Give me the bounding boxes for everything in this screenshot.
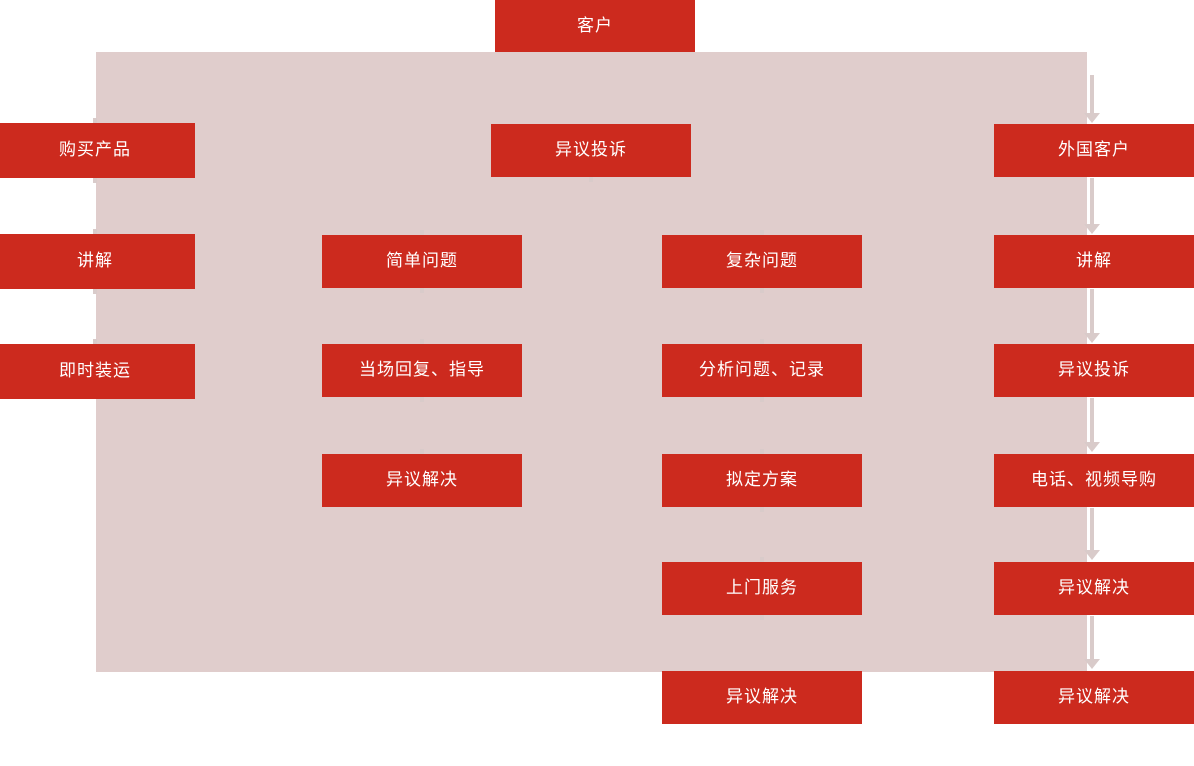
arrow-head-foreign-1 (1084, 224, 1100, 234)
connector-stub (93, 118, 97, 123)
node-explain-left[interactable]: 讲解 (0, 234, 195, 289)
connector-stub (93, 289, 97, 294)
node-purchase-product[interactable]: 购买产品 (0, 123, 195, 178)
connector-stub (420, 397, 424, 402)
node-instant-shipment[interactable]: 即时装运 (0, 344, 195, 399)
connector-stub (760, 288, 764, 293)
arrow-head-foreign-2 (1084, 333, 1100, 343)
connector-stub (760, 230, 764, 235)
connector-stub (589, 177, 593, 182)
node-foreign-customer[interactable]: 外国客户 (994, 124, 1194, 177)
connector-stub (760, 615, 764, 620)
arrow-line-foreign-3 (1090, 398, 1094, 444)
connector-stub (760, 339, 764, 344)
connector-stub (93, 178, 97, 183)
connector-stub (420, 288, 424, 293)
connector-stub (760, 397, 764, 402)
node-onsite-service[interactable]: 上门服务 (662, 562, 862, 615)
connector-stub (760, 507, 764, 512)
arrow-head-foreign-3 (1084, 442, 1100, 452)
node-objection-resolved-complex[interactable]: 异议解决 (662, 671, 862, 724)
arrow-line-foreign-0 (1090, 75, 1094, 115)
node-draft-plan[interactable]: 拟定方案 (662, 454, 862, 507)
node-analyze-record[interactable]: 分析问题、记录 (662, 344, 862, 397)
node-objection-resolved-foreign-2[interactable]: 异议解决 (994, 671, 1194, 724)
node-objection-complaint-foreign[interactable]: 异议投诉 (994, 344, 1194, 397)
connector-stub (93, 339, 97, 344)
connector-stub (93, 229, 97, 234)
node-customer[interactable]: 客户 (495, 0, 695, 52)
node-explain-foreign[interactable]: 讲解 (994, 235, 1194, 288)
arrow-head-foreign-4 (1084, 550, 1100, 560)
arrow-line-foreign-4 (1090, 508, 1094, 552)
node-simple-issue[interactable]: 简单问题 (322, 235, 522, 288)
node-phone-video-shopping-guide[interactable]: 电话、视频导购 (994, 454, 1194, 507)
arrow-head-foreign-5 (1084, 659, 1100, 669)
node-objection-complaint-center[interactable]: 异议投诉 (491, 124, 691, 177)
arrow-head-foreign-0 (1084, 113, 1100, 123)
connector-stub (760, 449, 764, 454)
connector-stub (420, 230, 424, 235)
connector-stub (420, 339, 424, 344)
arrow-line-foreign-2 (1090, 289, 1094, 335)
connector-stub (420, 449, 424, 454)
arrow-line-foreign-5 (1090, 616, 1094, 661)
node-objection-resolved-simple[interactable]: 异议解决 (322, 454, 522, 507)
node-onsite-reply-guidance[interactable]: 当场回复、指导 (322, 344, 522, 397)
node-objection-resolved-foreign-1[interactable]: 异议解决 (994, 562, 1194, 615)
arrow-line-foreign-1 (1090, 178, 1094, 226)
connector-stub (760, 557, 764, 562)
node-complex-issue[interactable]: 复杂问题 (662, 235, 862, 288)
